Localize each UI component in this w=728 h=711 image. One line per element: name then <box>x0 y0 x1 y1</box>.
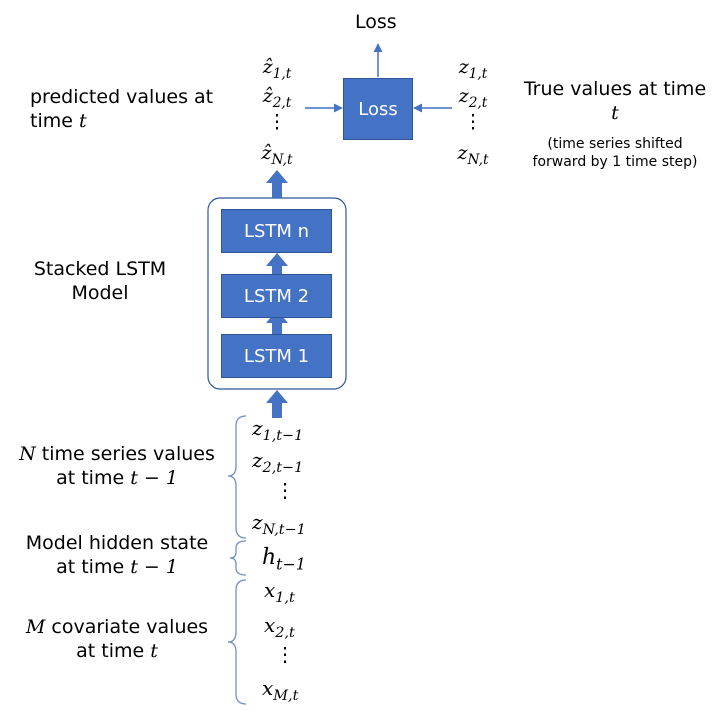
true-values-label-line2: t <box>611 101 619 124</box>
series-label-line1: N time series values <box>19 443 215 465</box>
series-item-1: z1,t−1 <box>252 416 304 445</box>
series-item-n: zN,t−1 <box>252 510 306 539</box>
true-values-note-line1: (time series shifted <box>547 136 683 152</box>
true-values-label-line1: True values at time <box>523 78 707 100</box>
lstm-layer-2: LSTM 2 <box>221 274 332 318</box>
true-item-2: z2,t <box>458 85 488 111</box>
true-ellipsis: ⋮ <box>463 111 483 133</box>
brace-covariates <box>227 579 247 705</box>
lstm-layer-1: LSTM 1 <box>221 334 332 378</box>
model-label-line2: Model <box>71 281 129 304</box>
predicted-item-n: ẑN,t <box>261 142 293 168</box>
predicted-label-line2: time t <box>30 109 87 132</box>
predicted-label-line1: predicted values at <box>30 86 214 108</box>
predicted-ellipsis: ⋮ <box>267 111 287 133</box>
model-label: Stacked LSTM Model <box>20 258 180 306</box>
arrow-model-to-predicted <box>266 170 288 198</box>
hidden-label-line1: Model hidden state <box>25 532 209 554</box>
arrow-lstm2-to-lstmn <box>266 253 288 279</box>
true-item-1: z1,t <box>458 56 488 82</box>
lstm-layer-n: LSTM n <box>221 209 332 253</box>
brace-series <box>227 415 247 539</box>
series-label-line2: at time t − 1 <box>56 466 178 489</box>
covariate-item-2: x2,t <box>264 613 295 642</box>
series-item-2: z2,t−1 <box>252 448 304 477</box>
covariate-item-1: x1,t <box>264 578 295 607</box>
loss-box: Loss <box>343 78 413 140</box>
covariates-label-line1: M covariate values <box>25 616 209 638</box>
predicted-label: predicted values at time t <box>30 86 213 134</box>
hidden-item: ht−1 <box>262 545 306 574</box>
true-values-note: (time series shifted forward by 1 time s… <box>508 136 722 171</box>
model-label-line1: Stacked LSTM <box>33 258 167 280</box>
covariates-label: M covariate values at time t <box>6 616 228 664</box>
covariate-item-m: xM,t <box>262 676 299 705</box>
loss-output-label: Loss <box>355 11 397 33</box>
covariate-ellipsis: ⋮ <box>275 642 295 666</box>
true-values-label: True values at time t <box>508 78 722 126</box>
series-label: N time series values at time t − 1 <box>6 443 228 491</box>
true-values-note-line2: forward by 1 time step) <box>532 153 698 170</box>
series-ellipsis: ⋮ <box>275 478 295 502</box>
hidden-label-line2: at time t − 1 <box>56 555 178 578</box>
predicted-item-2: ẑ2,t <box>262 85 292 111</box>
hidden-label: Model hidden state at time t − 1 <box>6 532 228 580</box>
arrow-inputs-to-model <box>266 390 288 418</box>
true-item-n: zN,t <box>457 142 489 168</box>
covariates-label-line2: at time t <box>76 639 158 662</box>
brace-hidden <box>229 540 247 576</box>
predicted-item-1: ẑ1,t <box>262 56 292 82</box>
